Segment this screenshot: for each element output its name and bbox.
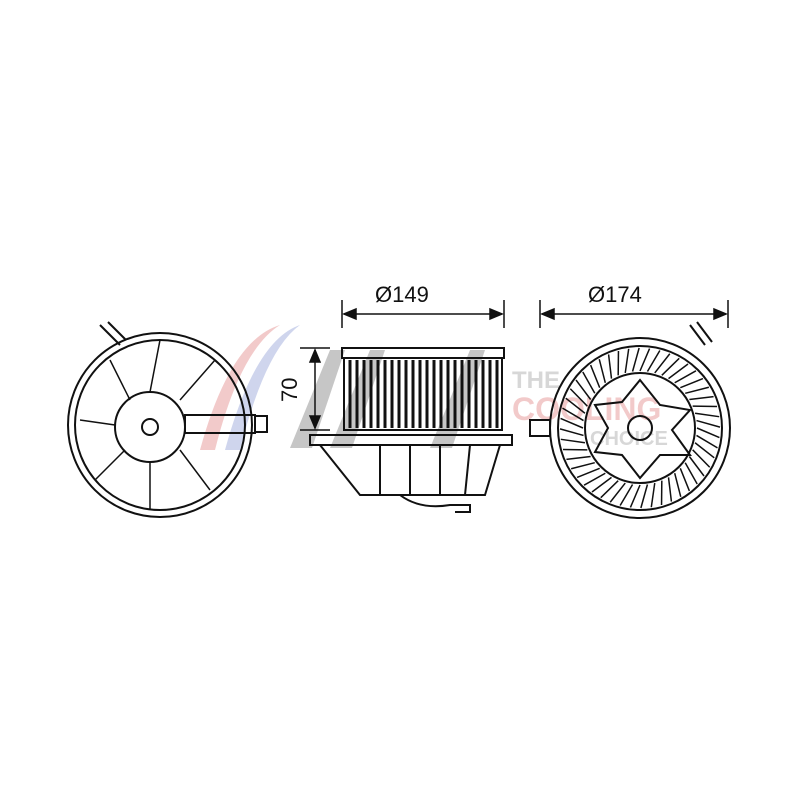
impeller-blade <box>650 482 656 508</box>
impeller-blade <box>640 484 649 509</box>
impeller-blade <box>582 371 596 394</box>
impeller-blade <box>624 348 630 374</box>
side-view <box>309 347 513 513</box>
impeller-blade <box>696 419 721 428</box>
watermark-line3: CHOICE <box>590 428 668 450</box>
impeller-blade <box>576 467 600 479</box>
impeller-blade <box>559 428 584 437</box>
diameter-149-label: Ø149 <box>375 282 429 307</box>
impeller-blade <box>696 434 718 449</box>
dimension-lines <box>300 300 729 431</box>
watermark-line1: THE <box>512 367 560 394</box>
impeller-blade <box>589 364 601 388</box>
impeller-blade <box>583 472 606 486</box>
impeller-blade <box>692 449 711 468</box>
impeller-blade <box>684 462 698 485</box>
impeller-blade <box>694 412 720 418</box>
impeller-blade <box>560 417 584 429</box>
impeller-blade <box>598 358 607 383</box>
impeller-blade <box>685 386 710 395</box>
impeller-blade <box>667 477 673 502</box>
impeller-blade <box>654 353 671 374</box>
impeller-blade <box>679 468 691 492</box>
impeller-blade <box>565 397 586 414</box>
impeller-blade <box>569 388 588 407</box>
watermark-line2: COOLING <box>512 391 661 427</box>
height-70-label: 70 <box>277 378 302 402</box>
impeller-blade <box>661 357 680 376</box>
impeller-blade <box>570 461 595 470</box>
impeller-blade <box>575 379 592 400</box>
impeller-blade <box>560 438 586 444</box>
impeller-blade <box>646 350 661 372</box>
impeller-blade <box>688 456 705 477</box>
impeller-blade <box>673 473 682 498</box>
impeller-blade <box>591 476 612 493</box>
impeller-blade <box>668 363 689 380</box>
impeller-blade <box>562 407 584 422</box>
impeller-blade <box>639 348 651 372</box>
impeller-blade <box>566 455 591 461</box>
impeller-blade <box>619 484 634 506</box>
impeller-blade <box>631 347 640 372</box>
impeller-blade <box>680 377 704 389</box>
impeller-blade <box>629 484 641 508</box>
rear-view <box>529 321 731 519</box>
diameter-174-label: Ø174 <box>588 282 642 307</box>
impeller-blade <box>600 480 619 499</box>
impeller-blade <box>674 370 697 384</box>
impeller-blade <box>607 354 613 379</box>
impeller-blade <box>694 442 715 459</box>
impeller-blade <box>609 482 626 503</box>
impeller-blade <box>689 395 714 401</box>
front-view <box>67 321 268 518</box>
impeller-blade <box>696 427 720 439</box>
